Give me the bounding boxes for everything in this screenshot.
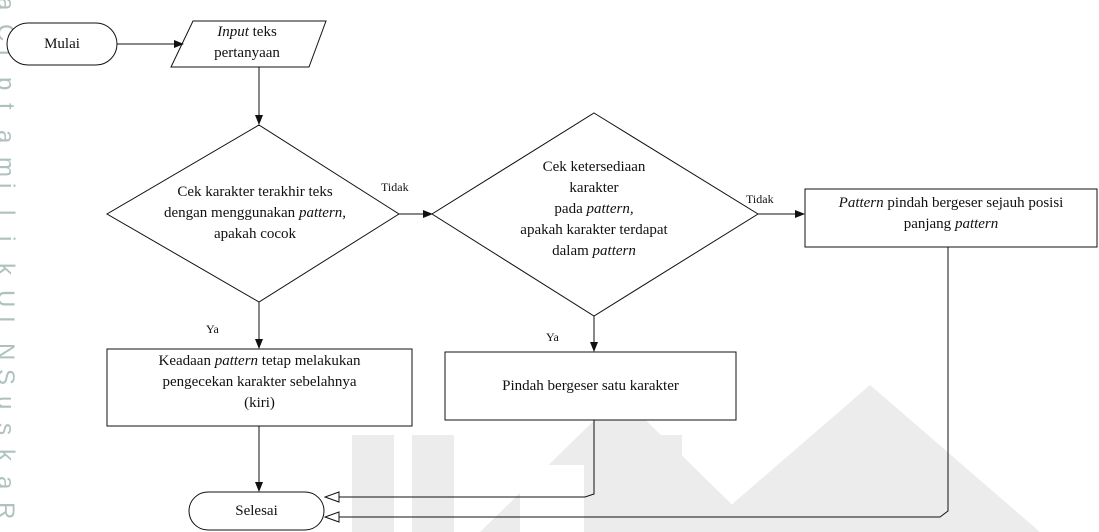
shift-pattern-rest: pindah bergeser sejauh posisi bbox=[883, 195, 1064, 211]
shift-one-process bbox=[444, 351, 737, 421]
shift-pattern-line2-italic: pattern bbox=[954, 216, 999, 232]
decision-1-line3: apakah cocok bbox=[213, 226, 297, 242]
shift-pattern-line2a: panjang bbox=[903, 216, 955, 232]
edge-label-tidak-1: Tidak bbox=[381, 180, 409, 194]
keep-state-line3: (kiri) bbox=[244, 395, 275, 411]
edge-shift-pattern-end bbox=[325, 247, 949, 517]
shift-one-label: Pindah bergeser satu karakter bbox=[502, 378, 679, 394]
edge-shift-one-end bbox=[325, 420, 595, 497]
keep-state-label: Keadaan pattern tetap melakukan pengecek… bbox=[107, 351, 412, 414]
input-label-italic: Input bbox=[217, 24, 249, 40]
decision-1-label: Cek karakter terakhir teks dengan menggu… bbox=[105, 182, 405, 245]
edge-label-ya-2: Ya bbox=[546, 330, 559, 344]
end-terminator bbox=[188, 491, 325, 531]
shift-pattern-italic: Pattern bbox=[838, 195, 884, 211]
decision-2-line3a: pada bbox=[554, 201, 587, 217]
shift-pattern-label: Pattern pindah bergeser sejauh posisi pa… bbox=[805, 193, 1097, 235]
end-label: Selesai bbox=[235, 503, 278, 519]
keep-state-line2: pengecekan karakter sebelahnya bbox=[162, 374, 357, 390]
input-label: Input teks pertanyaan bbox=[176, 22, 318, 64]
edge-label-tidak-2: Tidak bbox=[746, 192, 774, 206]
decision-2-line5a: dalam bbox=[552, 243, 593, 259]
shift-pattern-process bbox=[804, 188, 1098, 248]
keep-state-line1-italic: pattern bbox=[214, 353, 259, 369]
logo-watermark bbox=[352, 385, 1040, 532]
keep-state-process bbox=[106, 348, 413, 427]
decision-1-line2b: , bbox=[342, 205, 347, 221]
decision-1-line2-italic: pattern bbox=[298, 205, 343, 221]
keep-state-line1b: tetap melakukan bbox=[258, 353, 361, 369]
decision-2-line2: karakter bbox=[569, 180, 619, 196]
input-parallelogram bbox=[170, 20, 327, 68]
input-label-rest: teks bbox=[248, 24, 277, 40]
decision-2-line3-italic: pattern, bbox=[586, 201, 634, 217]
decision-2-line5-italic: pattern bbox=[592, 243, 636, 259]
edge-label-ya-1: Ya bbox=[206, 322, 219, 336]
decision-2-line4: apakah karakter terdapat bbox=[520, 222, 668, 238]
keep-state-line1a: Keadaan bbox=[158, 353, 215, 369]
decision-2-label: Cek ketersediaan karakter pada pattern, … bbox=[474, 157, 714, 262]
input-label-line2: pertanyaan bbox=[214, 45, 280, 61]
decision-1-line1: Cek karakter terakhir teks bbox=[177, 184, 333, 200]
decision-1-line2a: dengan menggunakan bbox=[163, 205, 299, 221]
start-label: Mulai bbox=[44, 36, 80, 52]
decision-2-line1: Cek ketersediaan bbox=[542, 159, 646, 175]
